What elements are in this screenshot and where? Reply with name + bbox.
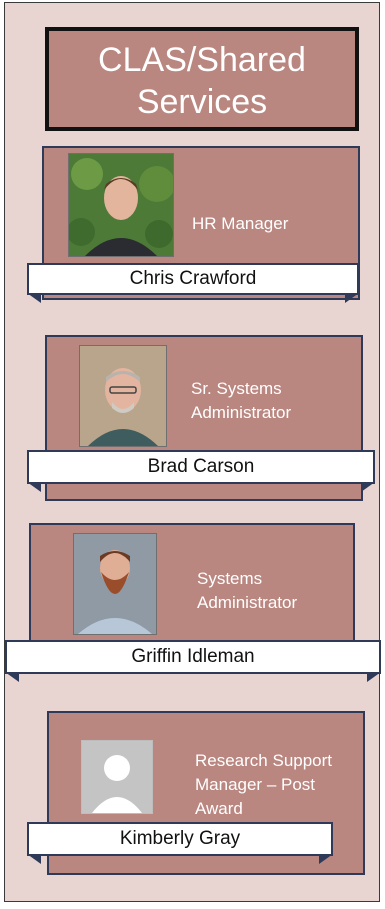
department-title-box: CLAS/Shared Services <box>45 27 359 131</box>
staff-name: Brad Carson <box>147 456 255 477</box>
staff-role: HR Manager <box>192 214 289 233</box>
org-chart-panel: CLAS/Shared Services HR Manager Chris Cr… <box>4 2 381 902</box>
default-avatar-icon <box>81 740 153 814</box>
staff-photo <box>73 533 157 635</box>
staff-name: Griffin Idleman <box>131 646 255 667</box>
staff-name-bar: Chris Crawford <box>27 263 359 303</box>
staff-photo <box>79 345 167 447</box>
staff-name: Kimberly Gray <box>119 828 241 849</box>
title-line-1: CLAS/Shared <box>98 41 306 79</box>
staff-role: Systems Administrator <box>197 569 298 612</box>
staff-name: Chris Crawford <box>129 268 257 289</box>
staff-name-bar: Kimberly Gray <box>27 822 333 864</box>
staff-name-bar: Griffin Idleman <box>5 640 381 682</box>
staff-role: Sr. Systems Administrator <box>191 379 292 422</box>
staff-name-bar: Brad Carson <box>27 450 375 492</box>
staff-role: Research Support Manager – Post Award <box>195 751 333 818</box>
staff-photo <box>68 153 174 257</box>
title-line-2: Services <box>136 83 268 121</box>
